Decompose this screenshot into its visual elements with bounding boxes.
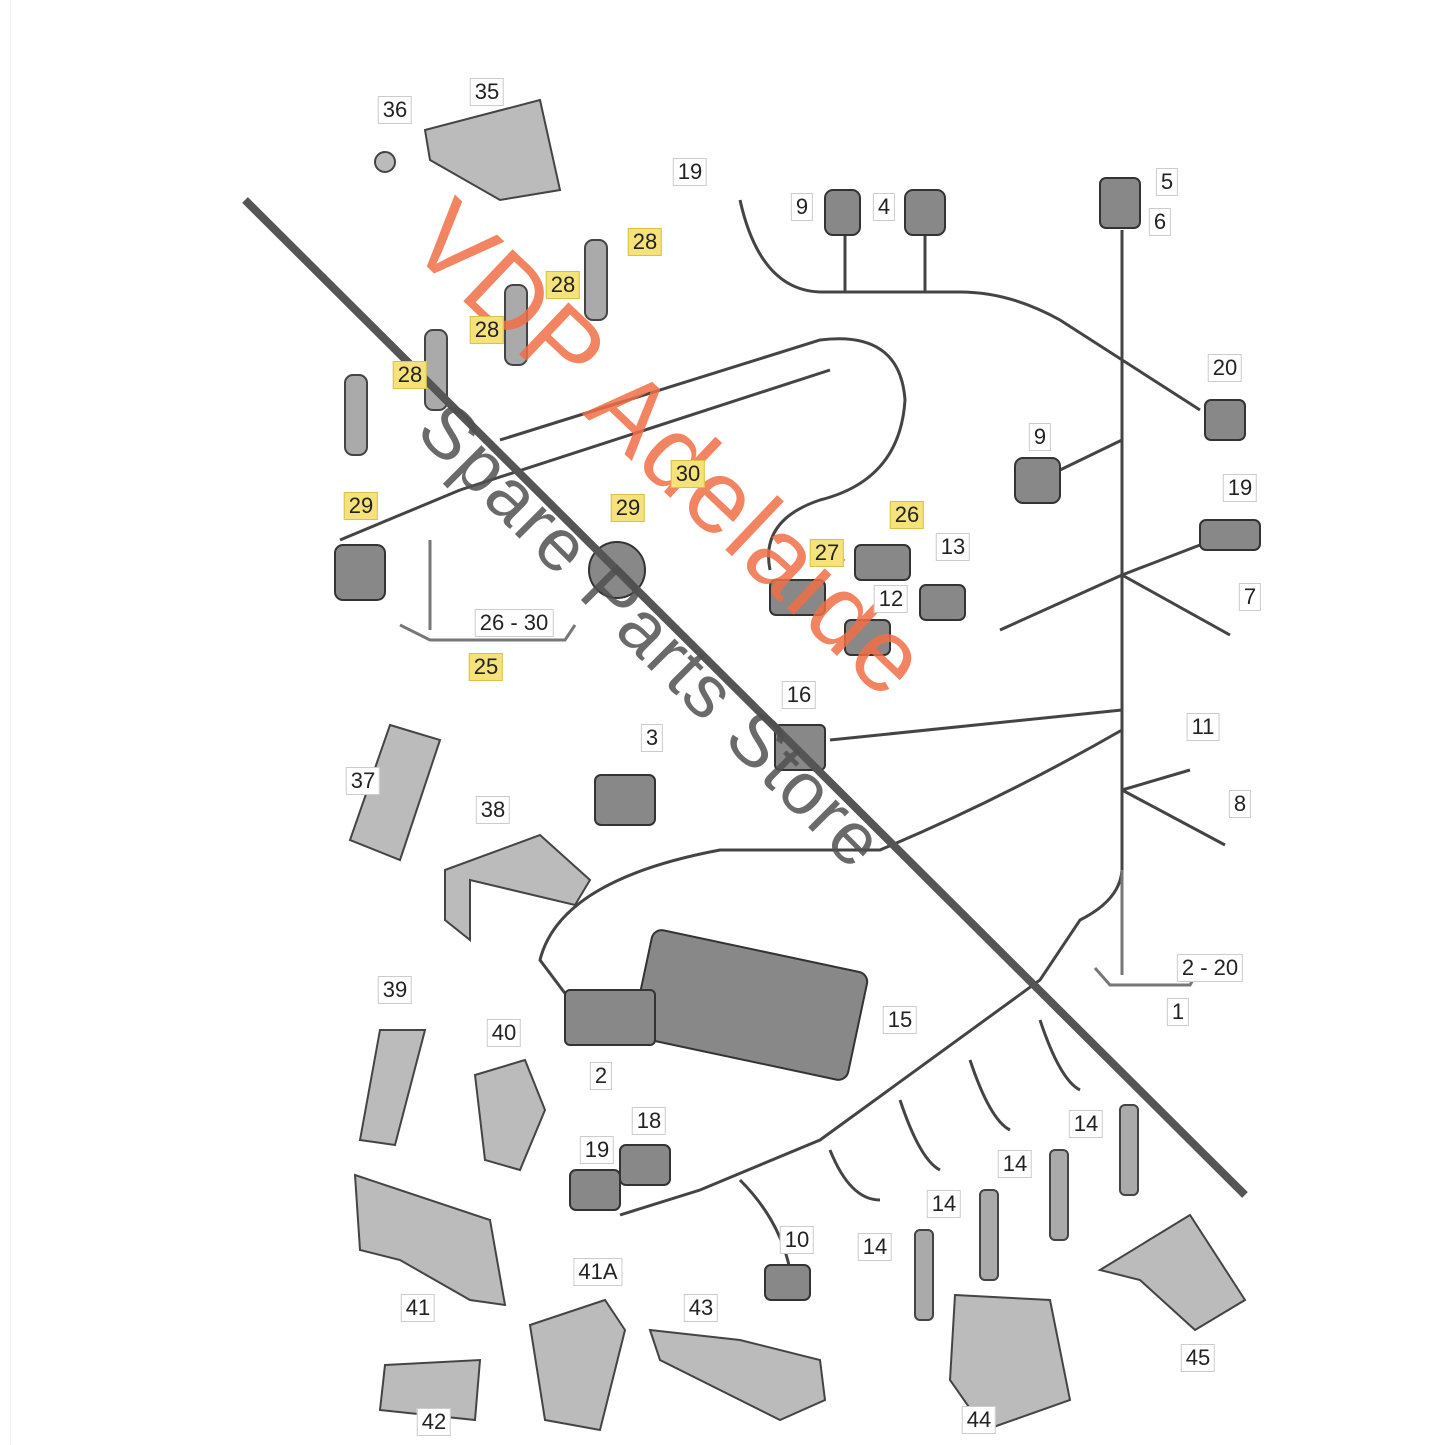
ignition-coil-shape — [979, 1189, 999, 1281]
callout-label: 4 — [872, 193, 896, 221]
callout-label: 2 - 20 — [1176, 954, 1244, 982]
callout-label: 27 — [809, 539, 845, 567]
callout-label: 20 — [1207, 354, 1243, 382]
harness-wire-sensor — [829, 438, 1231, 742]
callout-label: 10 — [779, 1226, 815, 1254]
bracket-45-shape — [1097, 1213, 1247, 1332]
callout-label: 38 — [475, 796, 511, 824]
callout-label: 41A — [573, 1258, 623, 1286]
callout-label: 9 — [790, 193, 814, 221]
ignition-coil-shape — [1119, 1104, 1139, 1196]
connector-shape — [854, 544, 911, 581]
ignition-coil-shape — [914, 1229, 934, 1321]
connector-shape — [1099, 177, 1141, 229]
bracket-lines — [399, 540, 1202, 987]
harness-wire-ecu — [538, 728, 1226, 1001]
connector-shape — [1199, 519, 1261, 551]
connector-shape — [919, 584, 966, 621]
bracket-41a-shape — [528, 1298, 627, 1432]
connector-shape — [334, 544, 386, 601]
callout-label: 1 — [1166, 998, 1190, 1026]
callout-label: 14 — [857, 1233, 893, 1261]
callout-label: 28 — [545, 271, 581, 299]
bracket-37-shape — [348, 723, 442, 862]
callout-label: 3 — [640, 724, 664, 752]
connector-shape — [1204, 399, 1246, 441]
callout-label: 7 — [1238, 583, 1262, 611]
harness-wire-top — [738, 199, 1201, 412]
callout-label: 14 — [1068, 1110, 1104, 1138]
bracket-39-shape — [358, 1029, 427, 1147]
injector-shape — [504, 284, 528, 366]
callout-label: 45 — [1180, 1344, 1216, 1372]
connector-shape — [594, 774, 656, 826]
callout-label: 28 — [469, 316, 505, 344]
bracket-35-shape — [423, 98, 562, 202]
injector-shape — [344, 374, 368, 456]
callout-label: 36 — [377, 96, 413, 124]
bracket-40-shape — [473, 1058, 547, 1172]
connector-shape — [844, 619, 891, 656]
callout-label: 39 — [377, 976, 413, 1004]
bracket-38-shape — [444, 833, 592, 943]
callout-label: 16 — [781, 681, 817, 709]
bracket-44-shape — [948, 1293, 1072, 1432]
callout-label: 19 — [579, 1136, 615, 1164]
connector-shape — [1014, 457, 1061, 504]
bracket-41-shape — [353, 1173, 507, 1307]
callout-label: 28 — [627, 228, 663, 256]
callout-label: 26 - 30 — [474, 609, 554, 637]
callout-label: 35 — [469, 78, 505, 106]
callout-label: 19 — [672, 158, 708, 186]
callout-label: 19 — [1222, 474, 1258, 502]
bracket-42-shape — [378, 1358, 482, 1422]
callout-label: 28 — [392, 361, 428, 389]
bracket-43-shape — [648, 1328, 827, 1422]
harness-wire-coils — [738, 1019, 1081, 1271]
callout-label: 9 — [1028, 423, 1052, 451]
callout-label: 15 — [882, 1006, 918, 1034]
connector-shape — [824, 189, 861, 236]
bolt-36-shape — [374, 151, 396, 173]
connector-shape — [764, 1264, 811, 1301]
connector-shape — [619, 1144, 671, 1186]
ecu-unit-shape — [631, 929, 869, 1081]
harness-wire-injectors — [339, 337, 907, 571]
relay-box-shape — [564, 989, 656, 1046]
ignition-coil-shape — [1049, 1149, 1069, 1241]
callout-label: 13 — [935, 533, 971, 561]
callout-label: 29 — [610, 494, 646, 522]
callout-label: 8 — [1228, 790, 1252, 818]
callout-label: 2 — [589, 1062, 613, 1090]
callout-label: 26 — [889, 501, 925, 529]
callout-label: 14 — [997, 1150, 1033, 1178]
callout-label: 11 — [1186, 713, 1220, 741]
injector-shape — [584, 239, 608, 321]
callout-label: 37 — [345, 767, 381, 795]
callout-label: 40 — [486, 1019, 522, 1047]
harness-wire-branch — [843, 230, 927, 292]
callout-label: 18 — [631, 1107, 667, 1135]
callout-label: 12 — [873, 585, 909, 613]
callout-label: 14 — [926, 1190, 962, 1218]
callout-label: 6 — [1148, 208, 1172, 236]
connector-shape — [904, 189, 946, 236]
callout-label: 25 — [468, 653, 504, 681]
connector-shape — [569, 1169, 621, 1211]
callout-label: 42 — [416, 1408, 452, 1436]
callout-label: 29 — [343, 492, 379, 520]
callout-label: 43 — [683, 1294, 719, 1322]
callout-label: 41 — [400, 1294, 436, 1322]
callout-label: 30 — [670, 460, 706, 488]
callout-label: 44 — [961, 1406, 997, 1434]
connector-shape — [769, 579, 826, 616]
callout-label: 5 — [1155, 168, 1179, 196]
